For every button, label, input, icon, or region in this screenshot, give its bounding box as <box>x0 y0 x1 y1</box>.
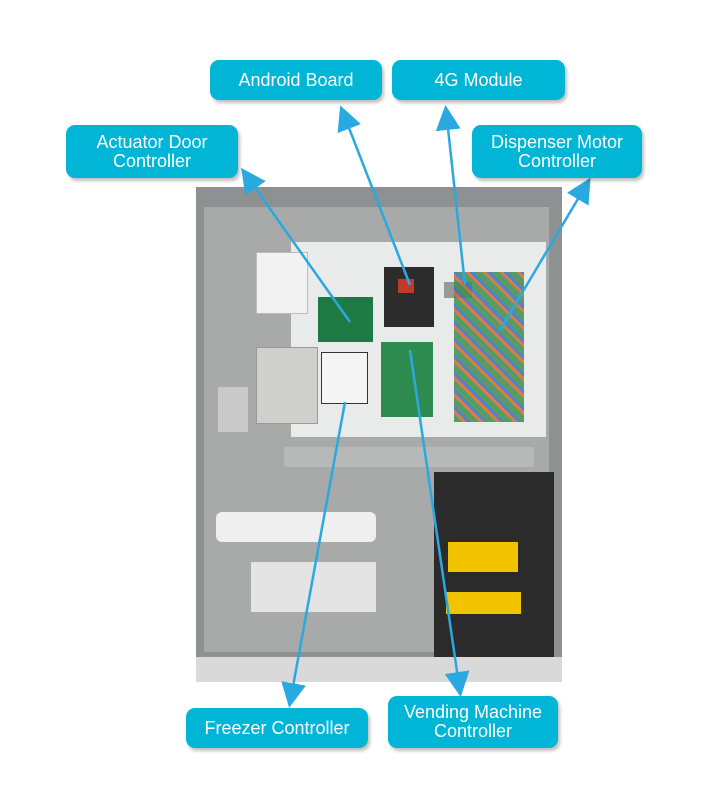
cable-tray <box>284 447 534 467</box>
power-supply <box>256 347 318 424</box>
coin-acceptor <box>446 592 521 614</box>
freezer-controller-box <box>251 562 376 612</box>
vending-machine-board <box>381 342 433 417</box>
label-vending-machine-controller: Vending Machine Controller <box>388 696 558 748</box>
cabinet-floor <box>196 657 562 682</box>
lock-bracket <box>218 387 248 432</box>
label-freezer-controller: Freezer Controller <box>186 708 368 748</box>
bill-validator <box>448 542 518 572</box>
relay-module <box>321 352 368 404</box>
circuit-breaker <box>256 252 308 314</box>
dispenser-wiring <box>454 272 524 422</box>
label-dispenser-motor-controller: Dispenser Motor Controller <box>472 125 642 178</box>
android-board-chip <box>398 279 414 293</box>
label-4g-module: 4G Module <box>392 60 565 100</box>
android-board <box>384 267 434 327</box>
label-android-board: Android Board <box>210 60 382 100</box>
control-cabinet-photo <box>196 187 562 682</box>
power-strip <box>216 512 376 542</box>
label-actuator-door-controller: Actuator Door Controller <box>66 125 238 178</box>
actuator-board <box>318 297 373 342</box>
